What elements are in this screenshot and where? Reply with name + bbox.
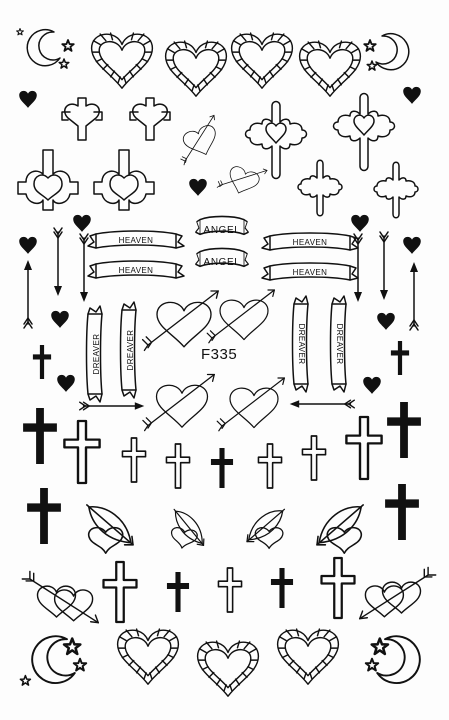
pierced-heart-icon: [206, 289, 275, 344]
banner-word-heaven: HEAVEN: [119, 266, 154, 275]
heart-icon: [189, 178, 207, 196]
heart-icon: [351, 214, 369, 232]
pierced-heart-icon: [142, 373, 215, 432]
cross-icon: [345, 415, 383, 481]
cupid-bow-icon: [246, 508, 286, 550]
moon-icon: [19, 635, 88, 686]
cupid-bow-icon: [316, 504, 364, 554]
cross-icon: [210, 448, 234, 488]
banner-word-dreaver: DREAVER: [297, 324, 306, 365]
cupid-bow-icon: [86, 504, 134, 554]
arrow-icon: [288, 399, 356, 409]
heart-icon: [19, 236, 37, 254]
heart-icon: [73, 214, 91, 232]
cross-icon: [121, 437, 147, 483]
cupid-bow-icon: [167, 508, 210, 553]
pierced-heart-icon: [141, 290, 219, 352]
arrow-icon: [409, 261, 419, 331]
moon-icon: [364, 635, 421, 685]
ornate-cross-icon: [332, 92, 396, 172]
heart-icon: [363, 376, 381, 394]
heaven-banner: HEAVEN: [261, 262, 359, 281]
product-code: F335: [201, 346, 238, 363]
cross-icon: [270, 568, 294, 608]
heart-cross-icon: [17, 149, 79, 211]
heart-icon: [51, 310, 69, 328]
heart-cross-icon: [129, 97, 171, 141]
pierced-heart-icon: [216, 377, 285, 432]
cross-icon: [320, 556, 356, 620]
ornate-cross-icon: [244, 100, 308, 180]
cross-icon: [166, 572, 190, 612]
striped-heart-icon: [196, 640, 260, 697]
arrow-icon: [78, 401, 146, 411]
moon-icon: [16, 27, 75, 69]
ornate-cross-icon: [297, 159, 343, 217]
heart-icon: [19, 90, 37, 108]
cross-icon: [32, 345, 52, 379]
cross-icon: [102, 560, 138, 624]
heart-cross-icon: [61, 97, 103, 141]
arrow-icon: [53, 227, 63, 297]
banner-word-heaven: HEAVEN: [119, 236, 154, 245]
heaven-banner: HEAVEN: [261, 232, 359, 251]
banner-word-dreaver: DREAVER: [92, 334, 101, 375]
banner-word-angel: ANGEL: [204, 225, 241, 236]
arrow-icon: [79, 233, 89, 303]
striped-heart-icon: [164, 40, 228, 97]
banner-word-dreaver: DREAVER: [335, 324, 344, 365]
cross-icon: [387, 402, 421, 458]
striped-heart-icon: [90, 32, 154, 89]
heaven-banner: HEAVEN: [87, 230, 185, 249]
cross-icon: [63, 419, 101, 485]
cross-icon: [27, 488, 61, 544]
banner-word-angel: ANGEL: [204, 257, 241, 268]
banner-word-dreaver: DREAVER: [126, 330, 135, 371]
moon-icon: [363, 32, 410, 71]
banner-word-heaven: HEAVEN: [293, 268, 328, 277]
dreaver-banner: DREAVER: [291, 295, 309, 393]
arrow-icon: [23, 259, 33, 329]
striped-heart-icon: [116, 628, 180, 685]
cross-icon: [165, 443, 191, 489]
pierced-heart-icon: [215, 155, 268, 202]
heart-icon: [57, 374, 75, 392]
heart-icon: [377, 312, 395, 330]
heart-icon: [403, 236, 421, 254]
heart-cross-icon: [93, 149, 155, 211]
dreaver-banner: DREAVER: [119, 301, 137, 399]
arrow-icon: [379, 231, 389, 301]
heart-icon: [403, 86, 421, 104]
cross-icon: [301, 435, 327, 481]
cross-icon: [23, 408, 57, 464]
dreaver-banner: DREAVER: [329, 295, 347, 393]
pierced-hearts-icon: [358, 566, 437, 620]
ornate-cross-icon: [373, 161, 419, 219]
heaven-banner: HEAVEN: [87, 260, 185, 279]
striped-heart-icon: [298, 40, 362, 97]
striped-heart-icon: [276, 628, 340, 685]
pierced-hearts-icon: [21, 570, 100, 624]
striped-heart-icon: [230, 32, 294, 89]
dreaver-banner: DREAVER: [85, 305, 103, 403]
cross-icon: [217, 567, 243, 613]
banner-word-heaven: HEAVEN: [293, 238, 328, 247]
cross-icon: [385, 484, 419, 540]
pierced-heart-icon: [170, 114, 227, 166]
cross-icon: [257, 443, 283, 489]
cross-icon: [390, 341, 410, 375]
